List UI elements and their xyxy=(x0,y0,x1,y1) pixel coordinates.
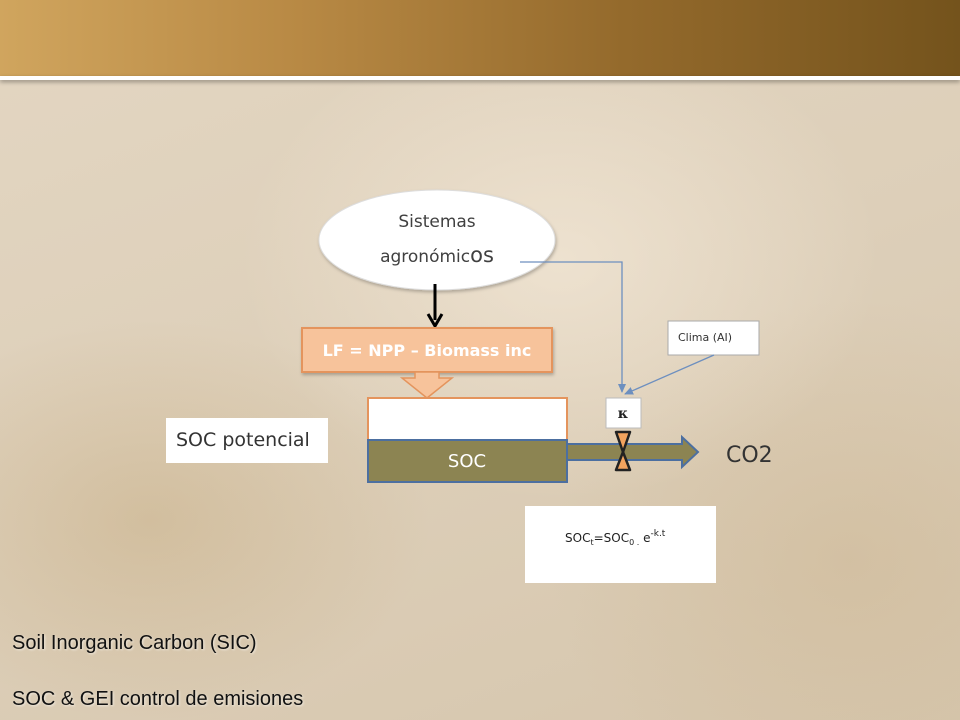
decay-equation-rect xyxy=(525,506,716,583)
co2-label: CO2 xyxy=(726,443,773,468)
agronomic-systems-node: Sistemas agronómicos xyxy=(318,189,556,291)
litterfall-label: LF = NPP – Biomass inc xyxy=(323,341,532,360)
agronomic-systems-ellipse xyxy=(318,189,556,291)
clima-label: Clima (AI) xyxy=(678,331,732,344)
agronomic-systems-label-line2: agronómicos xyxy=(380,243,494,267)
litterfall-down-arrow xyxy=(399,371,455,399)
decay-equation-box: SOCt=SOC0 . e-k.t xyxy=(525,506,716,583)
ellipse-to-k-connector xyxy=(520,261,626,393)
title-bar xyxy=(0,0,960,76)
litterfall-box: LF = NPP – Biomass inc xyxy=(301,327,553,373)
soc-potential-rect xyxy=(166,418,328,463)
co2-outflow-pipe xyxy=(566,434,700,470)
clima-box: Clima (AI) xyxy=(667,320,760,356)
soc-potential-box: SOC potencial xyxy=(166,418,328,463)
soc-rect xyxy=(367,439,568,483)
clima-rect xyxy=(667,320,760,356)
decay-equation: SOCt=SOC0 . e-k.t xyxy=(565,529,666,547)
litterfall-rect xyxy=(301,327,553,373)
gei-control-text: SOC & GEI control de emisiones xyxy=(12,688,304,710)
soc-potential-capacity-box xyxy=(367,397,568,441)
agronomic-systems-label-main: agronómic xyxy=(380,247,470,267)
agronomic-systems-label-end: os xyxy=(470,243,494,267)
soc-potential-label: SOC potencial xyxy=(176,429,310,451)
soc-box: SOC xyxy=(367,439,568,483)
k-rect xyxy=(605,397,642,429)
input-arrow xyxy=(426,284,444,329)
title-bar-divider xyxy=(0,76,960,80)
k-box: κ xyxy=(605,397,642,429)
agronomic-systems-label-line1: Sistemas xyxy=(398,212,475,232)
k-label: κ xyxy=(618,406,629,422)
decay-valve xyxy=(614,430,632,472)
soc-label: SOC xyxy=(448,451,486,472)
sic-text: Soil Inorganic Carbon (SIC) xyxy=(12,632,257,654)
clima-to-k-arrow xyxy=(624,354,715,395)
